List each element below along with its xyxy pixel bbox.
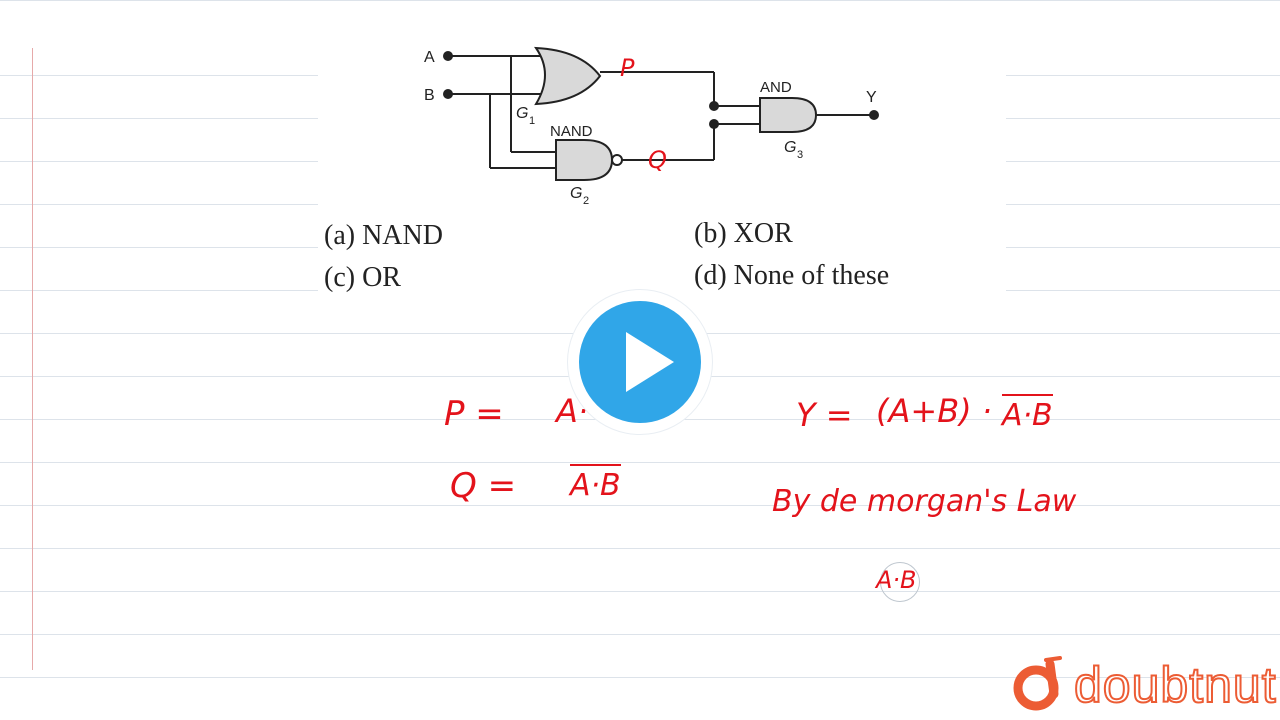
handwritten-de-morgan-note: By de morgan's Law <box>772 484 1077 519</box>
option-c[interactable]: (c) OR <box>324 262 401 293</box>
input-b-label: B <box>424 87 435 104</box>
gate2-subscript: 2 <box>583 195 589 207</box>
handwritten-p-lhs: P = <box>444 394 504 434</box>
handwritten-q-lhs: Q = <box>450 466 517 506</box>
option-d[interactable]: (d) None of these <box>694 260 890 291</box>
play-button-fill <box>579 301 701 423</box>
gate1-label: G <box>516 105 528 122</box>
gate1-subscript: 1 <box>529 115 535 127</box>
logic-circuit-diagram: A B G 1 NAND G 2 AND G 3 Y P Q <box>424 46 879 207</box>
handwritten-y-lhs: Y = <box>796 396 853 434</box>
question-panel: A B G 1 NAND G 2 AND G 3 Y P Q (a) NAND … <box>318 40 1006 298</box>
handwritten-q-mark: Q <box>648 146 667 174</box>
gate3-name: AND <box>760 79 792 96</box>
input-a-label: A <box>424 49 435 66</box>
handwritten-bottom-term: A·B <box>876 566 917 594</box>
gate3-label: G <box>784 139 796 156</box>
handwritten-q-rhs: A·B <box>570 464 621 503</box>
handwritten-p-mark: P <box>620 54 635 82</box>
gate2-name: NAND <box>550 123 593 140</box>
doubtnut-wordmark: doubtnut <box>1073 656 1277 714</box>
play-button[interactable] <box>568 290 712 434</box>
handwritten-y-rhs-nand: A·B <box>1002 394 1053 433</box>
doubtnut-logo: doubtnut <box>1010 654 1277 714</box>
handwritten-y-rhs-sum: (A+B) · <box>876 392 992 430</box>
doubtnut-icon <box>1013 656 1062 711</box>
cursor-highlight-circle <box>880 562 920 602</box>
gate2-label: G <box>570 185 582 202</box>
output-y-label: Y <box>866 89 877 106</box>
play-icon <box>626 332 674 392</box>
option-b[interactable]: (b) XOR <box>694 218 793 249</box>
gate3-subscript: 3 <box>797 149 803 161</box>
notebook-margin-line <box>32 48 33 670</box>
option-a[interactable]: (a) NAND <box>324 220 443 251</box>
